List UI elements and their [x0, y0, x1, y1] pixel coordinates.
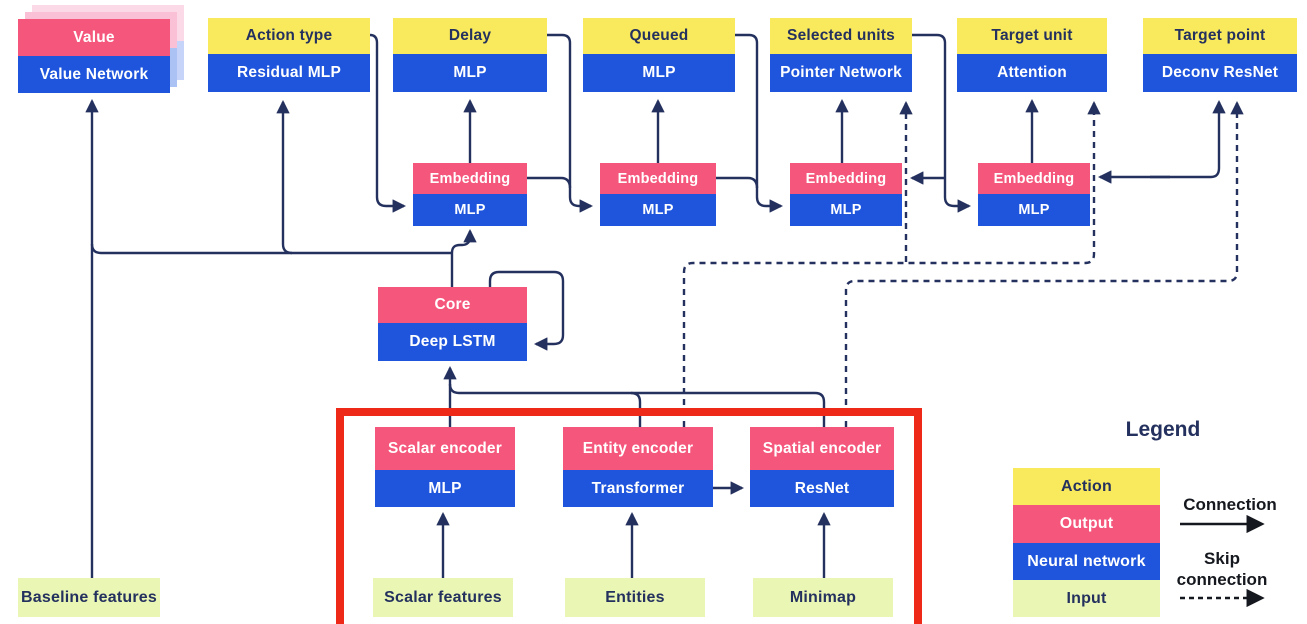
resnet-label: ResNet: [750, 470, 894, 507]
entities-label: Entities: [565, 578, 705, 617]
embedding4-label: Embedding: [978, 163, 1090, 194]
input-scalar-features: Scalar features: [373, 578, 513, 617]
embedding2-mlp-label: MLP: [600, 194, 716, 226]
deconv-resnet-label: Deconv ResNet: [1143, 54, 1297, 92]
scalar-features-label: Scalar features: [373, 578, 513, 617]
residual-mlp-label: Residual MLP: [208, 54, 370, 92]
attention-label: Attention: [957, 54, 1107, 92]
conn-entity-encoder-bus: [630, 391, 642, 427]
target-unit-label: Target unit: [957, 18, 1107, 54]
value-network-label: Value Network: [18, 56, 170, 93]
head-delay: Delay MLP: [393, 18, 547, 92]
legend-skip-connection-label: Skip connection: [1176, 549, 1268, 590]
embedding3-label: Embedding: [790, 163, 902, 194]
core-label: Core: [378, 287, 527, 323]
input-entities: Entities: [565, 578, 705, 617]
embedding-4: Embedding MLP: [978, 163, 1090, 226]
conn-delay-to-embedding2: [547, 33, 594, 213]
legend-swatches: Action Output Neural network Input: [1013, 468, 1160, 617]
entity-encoder-label: Entity encoder: [563, 427, 713, 470]
conn-action-type-to-embedding1: [369, 33, 407, 213]
encoder-spatial: Spatial encoder ResNet: [750, 427, 894, 507]
embedding3-mlp-label: MLP: [790, 194, 902, 226]
baseline-features-label: Baseline features: [18, 578, 160, 617]
value-label: Value: [18, 19, 170, 56]
scalar-encoder-label: Scalar encoder: [375, 427, 515, 470]
legend-connection-label: Connection: [1183, 495, 1277, 514]
legend-title: Legend: [1125, 418, 1201, 441]
selected-units-label: Selected units: [770, 18, 912, 54]
legend-action-label: Action: [1013, 468, 1160, 505]
conn-embedding2-out: [716, 176, 759, 189]
legend-input-label: Input: [1013, 580, 1160, 617]
legend-neural-network-label: Neural network: [1013, 543, 1160, 580]
input-baseline-features: Baseline features: [18, 578, 160, 617]
target-point-label: Target point: [1143, 18, 1297, 54]
conn-selected-units-to-embedding4: [912, 33, 972, 213]
action-type-label: Action type: [208, 18, 370, 54]
encoder-scalar: Scalar encoder MLP: [375, 427, 515, 507]
embedding2-label: Embedding: [600, 163, 716, 194]
encoder-entity: Entity encoder Transformer: [563, 427, 713, 507]
conn-embedding4-to-deconv-resnet: [1150, 99, 1226, 179]
head-selected-units: Selected units Pointer Network: [770, 18, 912, 92]
conn-bus-to-residual-mlp: [276, 99, 293, 255]
skip-entity-to-attention: [682, 100, 1101, 427]
conn-core-self-loop: [488, 270, 565, 351]
core: Core Deep LSTM: [378, 287, 527, 361]
skip-spatial-to-deconv-resnet: [844, 100, 1244, 427]
head-action-type: Action type Residual MLP: [208, 18, 370, 92]
conn-embedding1-out: [527, 176, 572, 189]
embedding-3: Embedding MLP: [790, 163, 902, 226]
conn-spatial-encoder-bus: [448, 383, 826, 427]
legend-output-label: Output: [1013, 505, 1160, 543]
pointer-network-label: Pointer Network: [770, 54, 912, 92]
head-target-point: Target point Deconv ResNet: [1143, 18, 1297, 92]
input-minimap: Minimap: [753, 578, 893, 617]
conn-core-to-embedding1: [450, 228, 477, 254]
spatial-encoder-label: Spatial encoder: [750, 427, 894, 470]
head-target-unit: Target unit Attention: [957, 18, 1107, 92]
embedding4-mlp-label: MLP: [978, 194, 1090, 226]
transformer-label: Transformer: [563, 470, 713, 507]
deep-lstm-label: Deep LSTM: [378, 323, 527, 361]
minimap-label: Minimap: [753, 578, 893, 617]
embedding1-label: Embedding: [413, 163, 527, 194]
scalar-mlp-label: MLP: [375, 470, 515, 507]
embedding-2: Embedding MLP: [600, 163, 716, 226]
embedding1-mlp-label: MLP: [413, 194, 527, 226]
queued-mlp-label: MLP: [583, 54, 735, 92]
head-queued: Queued MLP: [583, 18, 735, 92]
queued-label: Queued: [583, 18, 735, 54]
delay-mlp-label: MLP: [393, 54, 547, 92]
head-value: Value Value Network: [18, 19, 170, 93]
delay-label: Delay: [393, 18, 547, 54]
conn-core-bus-left: [90, 243, 453, 255]
embedding-1: Embedding MLP: [413, 163, 527, 226]
conn-queued-to-embedding3: [735, 33, 784, 213]
